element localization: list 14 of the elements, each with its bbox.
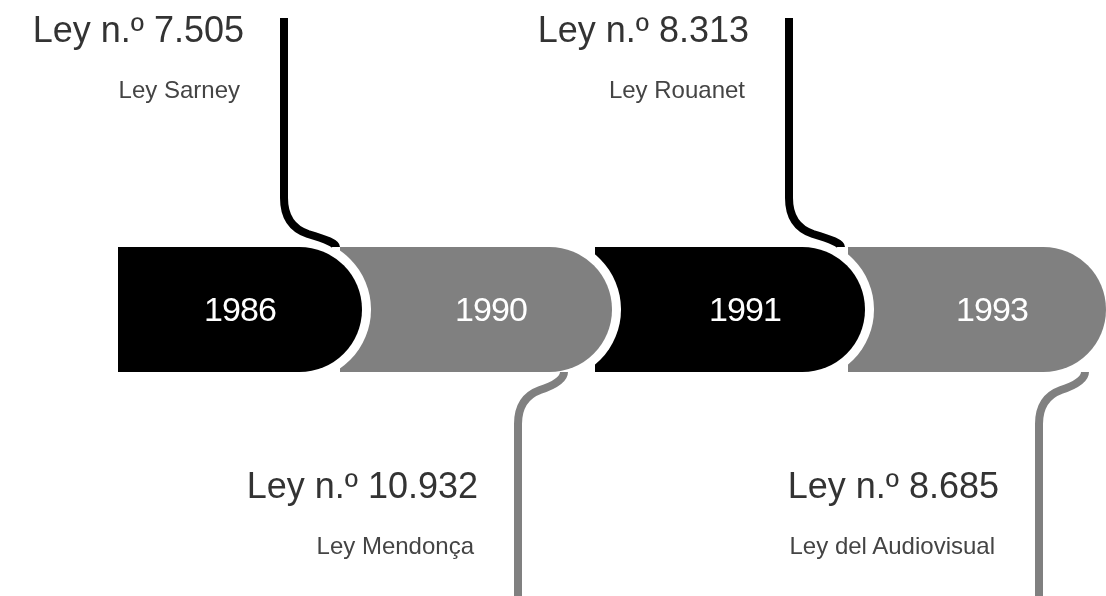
law-name: Ley Mendonça xyxy=(316,531,474,561)
law-name: Ley del Audiovisual xyxy=(789,531,995,561)
year-label: 1991 xyxy=(708,289,782,330)
year-label: 1990 xyxy=(454,289,528,330)
law-name: Ley Sarney xyxy=(118,75,240,105)
year-label: 1986 xyxy=(203,289,277,330)
connector-line xyxy=(514,371,568,596)
law-number: Ley n.º 8.685 xyxy=(787,464,999,508)
law-number: Ley n.º 8.313 xyxy=(537,8,749,52)
law-number: Ley n.º 10.932 xyxy=(246,464,478,508)
law-number: Ley n.º 7.505 xyxy=(32,8,244,52)
law-name: Ley Rouanet xyxy=(608,75,745,105)
year-label: 1993 xyxy=(955,289,1029,330)
connector-line xyxy=(1035,371,1089,596)
